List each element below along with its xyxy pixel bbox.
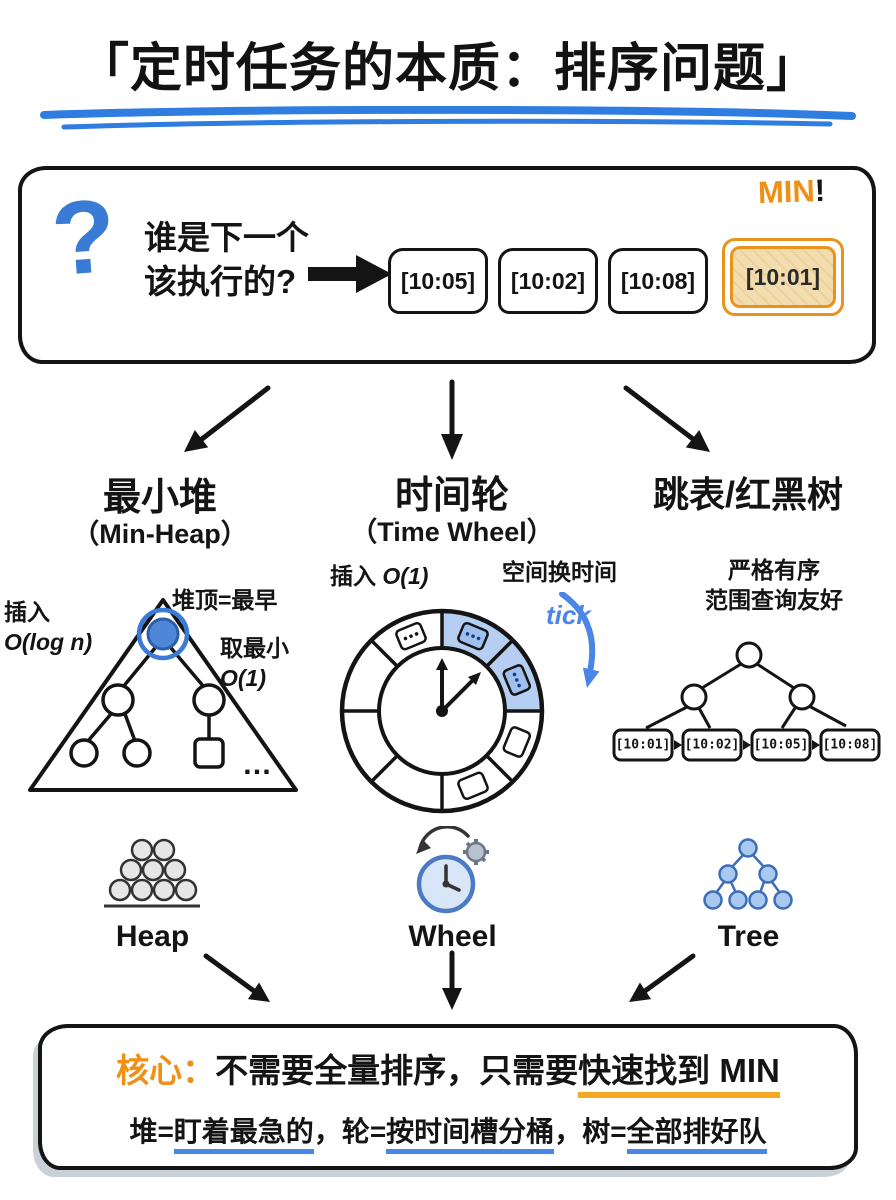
- task-box-min: [10:01]: [722, 238, 844, 316]
- line2-heap-eq: 堆=: [129, 1116, 174, 1147]
- min-badge: MIN!: [757, 173, 825, 211]
- heap-subtitle: （Min-Heap）: [72, 519, 248, 549]
- footer-arrow-left-icon: [203, 953, 270, 1002]
- tree-notes: 严格有序 范围查询友好: [652, 556, 896, 616]
- core-label: 核心：: [116, 1052, 216, 1089]
- tree-node-time: [10:02]: [685, 738, 740, 753]
- question-box: ? 谁是下一个 该执行的? [10:05] [10:02] [10:08] [1…: [18, 166, 876, 364]
- summary-line-2: 堆=盯着最急的，轮=按时间槽分桶，树=全部排好队: [42, 1110, 854, 1154]
- tree-title: 跳表/红黑树: [652, 474, 843, 515]
- title-underline-strokes: [40, 106, 856, 130]
- line2-tree-eq: ，树=: [554, 1116, 627, 1147]
- down-arrow-icon: [441, 379, 463, 460]
- flow-arrow-icon: [308, 255, 392, 293]
- min-heap-diagram: …: [28, 598, 298, 792]
- tree-note-ordered: 严格有序: [728, 557, 820, 583]
- wheel-subtitle: （Time Wheel）: [350, 517, 554, 547]
- task-time: [10:05]: [400, 267, 476, 294]
- tree-icon-label: Tree: [717, 920, 780, 953]
- tick-arrow-icon: [559, 592, 600, 688]
- down-left-arrow-icon: [184, 385, 271, 452]
- heap-root-ring: [136, 607, 190, 661]
- tree-note-range: 范围查询友好: [705, 586, 843, 613]
- wheel-insert-complexity: O(1): [382, 563, 429, 589]
- heap-icon: [104, 838, 200, 908]
- line2-wheel-desc: 按时间槽分桶: [386, 1116, 555, 1154]
- heap-insert-complexity: O(log n): [4, 628, 93, 655]
- question-line-1: 谁是下一个: [144, 219, 309, 256]
- skiplist-tree-diagram: [10:01] [10:02] [10:05] [10:08]: [612, 641, 881, 762]
- wheel-slot-filled: [502, 664, 532, 696]
- page-title: 「定时任务的本质：排序问题」: [76, 40, 819, 98]
- wheel-slot-filled: [457, 621, 489, 651]
- wheel-slot-empty: [395, 621, 427, 651]
- line2-tree-desc: 全部排好队: [626, 1116, 767, 1154]
- clock-center-dot: [436, 705, 448, 717]
- wheel-icon-label: Wheel: [408, 920, 497, 953]
- wheel-space-note: 空间换时间: [502, 559, 617, 585]
- line2-heap-desc: 盯着最急的: [173, 1116, 314, 1154]
- question-text: 谁是下一个 该执行的?: [144, 216, 309, 303]
- task-box: [10:08]: [608, 248, 708, 314]
- heap-title: 最小堆: [102, 477, 217, 519]
- min-badge-bang: !: [814, 172, 826, 209]
- tree-node-time: [10:05]: [754, 738, 809, 753]
- wheel-title: 时间轮: [394, 475, 509, 517]
- task-time: [10:02]: [510, 267, 586, 294]
- wheel-insert-label: 插入: [330, 563, 376, 589]
- footer-arrow-mid-icon: [442, 950, 462, 1010]
- wheel-slot-empty: [457, 771, 489, 801]
- summary-line-1: 核心：不需要全量排序，只需要快速找到 MIN: [42, 1044, 854, 1098]
- tree-node-time: [10:01]: [616, 738, 671, 753]
- heap-getmin-complexity: O(1): [220, 664, 266, 691]
- task-time: [10:01]: [745, 263, 821, 290]
- wheel-slot-empty: [502, 726, 532, 758]
- summary-box: 核心：不需要全量排序，只需要快速找到 MIN 堆=盯着最急的，轮=按时间槽分桶，…: [38, 1024, 858, 1170]
- heap-getmin-note: 取最小 O(1): [220, 634, 289, 694]
- wheel-insert-note: 插入 O(1): [330, 562, 428, 592]
- heap-insert-note: 插入 O(log n): [4, 598, 114, 658]
- min-badge-text: MIN: [757, 173, 816, 211]
- heap-icon-label: Heap: [115, 920, 190, 953]
- heap-getmin-label: 取最小: [220, 635, 289, 661]
- core-highlight: 快速找到 MIN: [578, 1052, 780, 1098]
- task-box: [10:05]: [388, 248, 488, 314]
- heap-insert-label: 插入: [4, 599, 50, 625]
- question-line-2: 该执行的?: [144, 262, 297, 300]
- task-time: [10:08]: [620, 267, 696, 294]
- wheel-icon: [416, 826, 489, 914]
- heap-ellipsis: …: [242, 748, 272, 781]
- line2-wheel-eq: ，轮=: [313, 1116, 387, 1147]
- heap-root-node: [146, 617, 180, 651]
- time-wheel-diagram: [339, 608, 545, 814]
- gear-icon: [463, 839, 489, 865]
- task-box-min-inner: [10:01]: [730, 246, 836, 308]
- core-mid: 不需要全量排序，只需要: [215, 1052, 579, 1089]
- tree-icon: [703, 838, 793, 910]
- tree-node-time: [10:08]: [823, 738, 878, 753]
- footer-arrow-right-icon: [629, 953, 696, 1002]
- task-box: [10:02]: [498, 248, 598, 314]
- heap-top-note: 堆顶=最早: [172, 587, 278, 613]
- question-mark-icon: ?: [48, 177, 120, 299]
- down-right-arrow-icon: [623, 385, 710, 452]
